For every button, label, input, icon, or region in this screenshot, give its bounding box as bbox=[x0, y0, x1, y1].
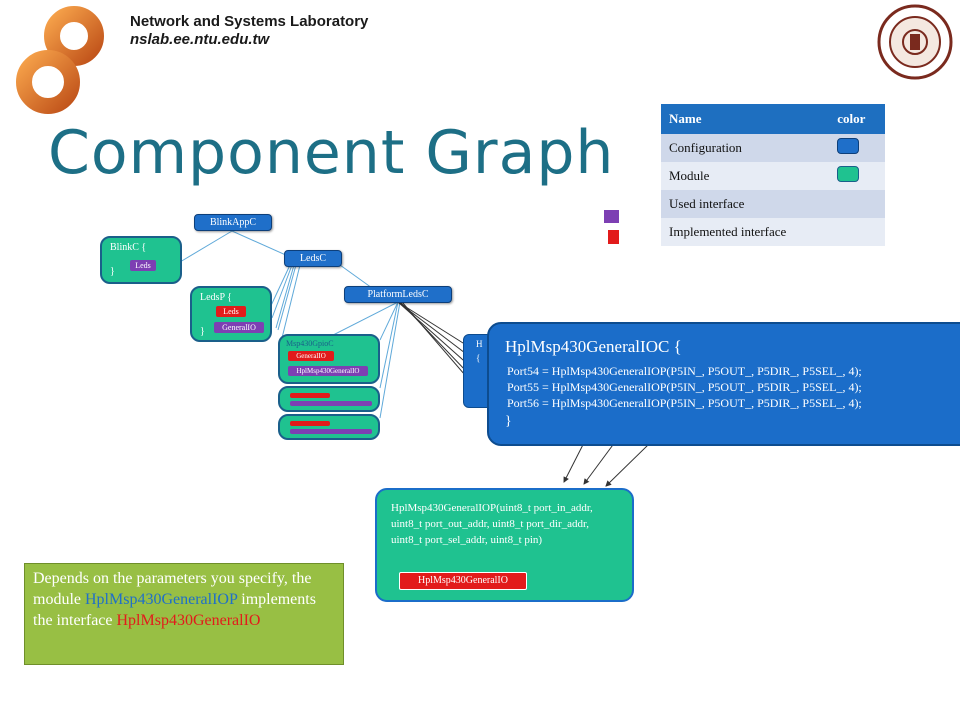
legend-name: Configuration bbox=[661, 134, 830, 162]
platformledsc-node[interactable]: PlatformLedsC bbox=[344, 286, 452, 303]
interface-bar[interactable] bbox=[290, 429, 372, 434]
legend-row: Configuration bbox=[661, 134, 885, 162]
module-swatch bbox=[837, 166, 860, 182]
hidden-node-brace: { bbox=[476, 353, 481, 363]
legend-header-color: color bbox=[829, 104, 885, 134]
explanation-note: Depends on the parameters you specify, t… bbox=[24, 563, 344, 665]
ledsc-node[interactable]: LedsC bbox=[284, 250, 342, 267]
note-interface: HplMsp430GeneralIO bbox=[116, 612, 261, 629]
blinkc-close: } bbox=[110, 266, 115, 277]
ledsp-label: LedsP { bbox=[200, 292, 232, 303]
blinkc-label: BlinkC { bbox=[110, 242, 147, 253]
legend-row: Module bbox=[661, 162, 885, 190]
iop-interface[interactable]: HplMsp430GeneralIO bbox=[399, 572, 527, 590]
popup-line: Port56 = HplMsp430GeneralIOP(P5IN_, P5OU… bbox=[507, 396, 862, 410]
msp430gpioc-node[interactable]: Msp430GpioC GeneralIO HplMsp430GeneralIO bbox=[278, 334, 380, 384]
note-module: HplMsp430GeneralIOP bbox=[85, 591, 238, 608]
popup-close: } bbox=[505, 414, 512, 429]
hidden-node-label: H bbox=[476, 339, 483, 349]
msp430gpioc-label: Msp430GpioC bbox=[286, 339, 334, 348]
legend-name: Implemented interface bbox=[661, 218, 830, 246]
ledsp-leds-interface[interactable]: Leds bbox=[216, 306, 246, 317]
legend-name: Used interface bbox=[661, 190, 830, 218]
configuration-swatch bbox=[837, 138, 860, 154]
note-text: Depends on the parameters you specify, t… bbox=[33, 570, 312, 608]
lab-name: Network and Systems Laboratory bbox=[130, 13, 369, 30]
legend-row: Used interface bbox=[661, 190, 885, 218]
interface-bar[interactable] bbox=[290, 421, 330, 426]
legend-row: Implemented interface bbox=[661, 218, 885, 246]
blinkc-leds-interface[interactable]: Leds bbox=[130, 260, 156, 271]
blinkc-node[interactable]: BlinkC { } Leds bbox=[100, 236, 182, 284]
lab-url: nslab.ee.ntu.edu.tw bbox=[130, 31, 270, 48]
iop-signature: HplMsp430GeneralIOP(uint8_t port_in_addr… bbox=[391, 502, 593, 546]
used-interface-swatch bbox=[604, 210, 619, 223]
interface-bar[interactable] bbox=[290, 401, 372, 406]
hplmsp430generalioc-popup[interactable]: HplMsp430GeneralIOC { Port54 = HplMsp430… bbox=[487, 322, 960, 446]
legend-name: Module bbox=[661, 162, 830, 190]
ledsp-node[interactable]: LedsP { } Leds GeneralIO bbox=[190, 286, 272, 342]
popup-line: Port55 = HplMsp430GeneralIOP(P5IN_, P5OU… bbox=[507, 380, 862, 394]
lab-logo-icon bbox=[16, 6, 104, 114]
legend-header-name: Name bbox=[661, 104, 830, 134]
interface-bar[interactable] bbox=[290, 393, 330, 398]
msp430gpioc-node-2[interactable] bbox=[278, 386, 380, 412]
page-title: Component Graph bbox=[48, 118, 615, 188]
implemented-interface-swatch bbox=[608, 230, 619, 244]
note-text: implements the interface bbox=[33, 591, 316, 629]
university-seal-icon bbox=[877, 4, 953, 80]
ledsp-generalio-interface[interactable]: GeneralIO bbox=[214, 322, 264, 333]
msp430gpioc-generalio-interface[interactable]: GeneralIO bbox=[288, 351, 334, 361]
blinkappc-node[interactable]: BlinkAppC bbox=[194, 214, 272, 231]
popup-header: HplMsp430GeneralIOC { bbox=[505, 337, 682, 356]
legend-table: Name color Configuration Module Used int… bbox=[661, 104, 885, 246]
msp430gpioc-hpl-interface[interactable]: HplMsp430GeneralIO bbox=[288, 366, 368, 376]
msp430gpioc-node-3[interactable] bbox=[278, 414, 380, 440]
hplmsp430generaliop-node[interactable]: HplMsp430GeneralIOP(uint8_t port_in_addr… bbox=[375, 488, 634, 602]
ledsp-close: } bbox=[200, 326, 205, 337]
popup-line: Port54 = HplMsp430GeneralIOP(P5IN_, P5OU… bbox=[507, 364, 862, 378]
